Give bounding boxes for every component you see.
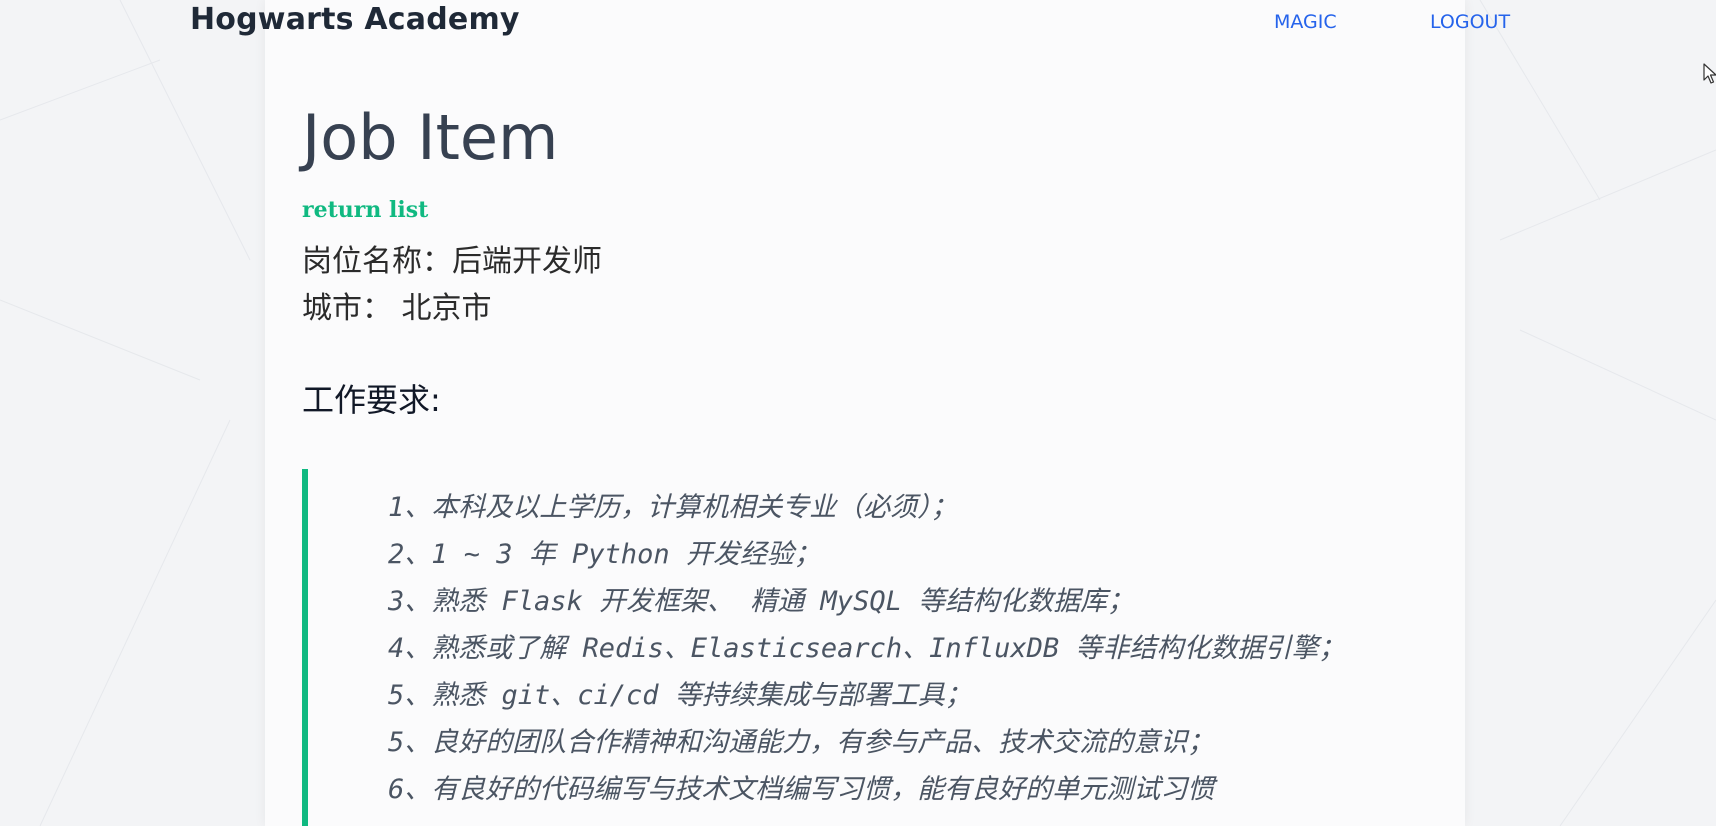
nav-logout-link[interactable]: LOGOUT: [1430, 11, 1511, 33]
mouse-pointer-icon: [1703, 63, 1716, 84]
requirement-item: 3、熟悉 Flask 开发框架、 精通 MySQL 等结构化数据库；: [388, 586, 1135, 617]
requirements-heading: 工作要求:: [302, 381, 441, 419]
requirement-item: 5、良好的团队合作精神和沟通能力，有参与产品、技术交流的意识；: [388, 727, 1215, 758]
requirement-item: 4、熟悉或了解 Redis、Elasticsearch、InfluxDB 等非结…: [388, 633, 1346, 664]
top-nav: Hogwarts Academy MAGIC LOGOUT: [0, 0, 1716, 46]
requirement-item: 5、熟悉 git、ci/cd 等持续集成与部署工具；: [388, 680, 972, 711]
requirements-list: 1、本科及以上学历，计算机相关专业（必须）； 2、1 ~ 3 年 Python …: [388, 484, 1388, 813]
requirements-blockquote: 1、本科及以上学历，计算机相关专业（必须）； 2、1 ~ 3 年 Python …: [302, 469, 1402, 826]
site-brand[interactable]: Hogwarts Academy: [190, 2, 520, 37]
nav-magic-link[interactable]: MAGIC: [1274, 11, 1337, 33]
return-list-link[interactable]: return list: [302, 197, 429, 223]
page-title: Job Item: [302, 101, 559, 174]
requirement-item: 6、有良好的代码编写与技术文档编写习惯，能有良好的单元测试习惯: [388, 774, 1215, 805]
job-city: 城市： 北京市: [302, 291, 492, 326]
requirement-item: 2、1 ~ 3 年 Python 开发经验；: [388, 539, 821, 570]
content-card: [265, 0, 1465, 826]
requirement-item: 1、本科及以上学历，计算机相关专业（必须）；: [388, 492, 958, 523]
job-position: 岗位名称：后端开发师: [302, 244, 602, 279]
